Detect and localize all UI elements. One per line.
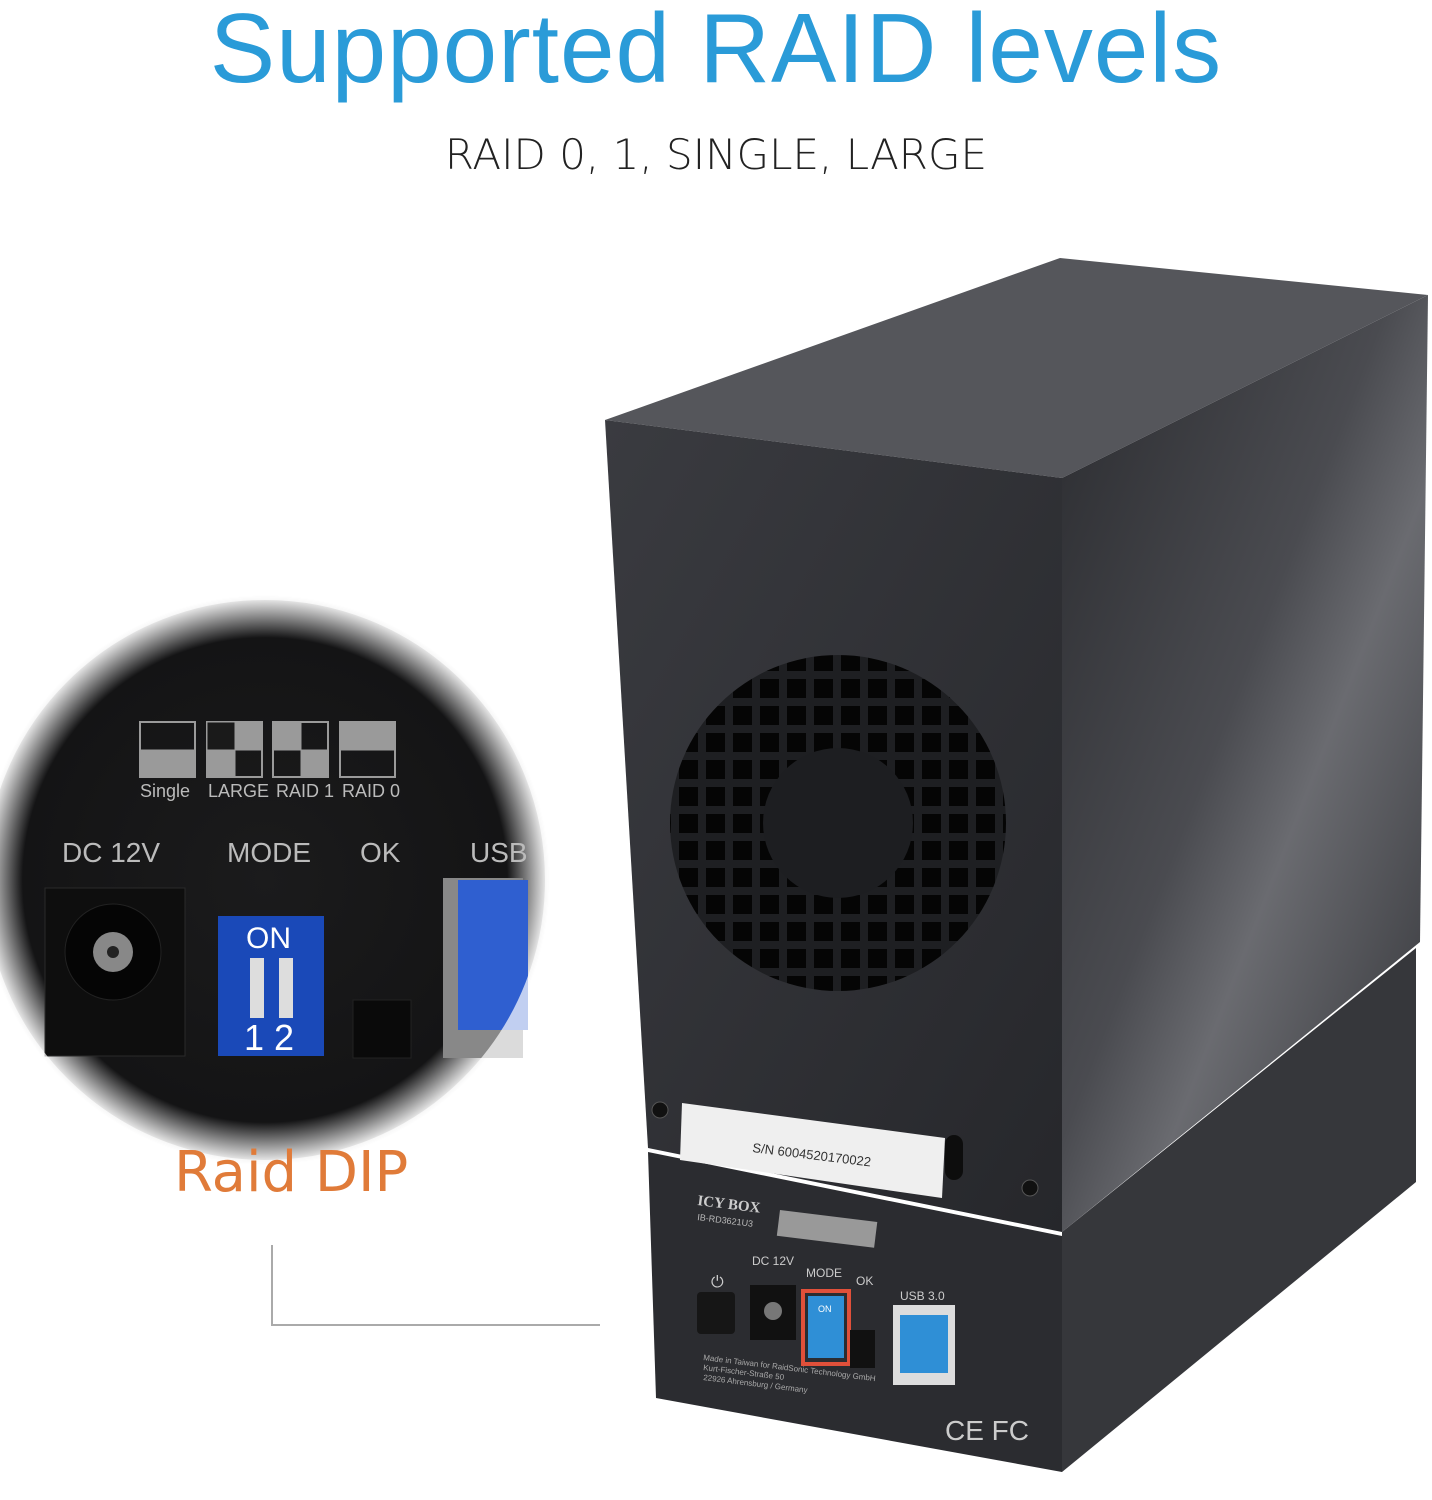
screw-icon	[1021, 1179, 1039, 1197]
mode-label-raid1: RAID 1	[276, 781, 334, 801]
dc-label-inset: DC 12V	[62, 837, 160, 868]
ok-button[interactable]	[850, 1330, 875, 1368]
fan-hub	[763, 748, 913, 898]
mode-diagram	[776, 1210, 878, 1248]
dip-highlight	[801, 1289, 851, 1366]
enclosure-top	[605, 258, 1428, 478]
ok-button-inset[interactable]	[352, 999, 412, 1059]
enclosure-right-side	[1062, 295, 1428, 1232]
ok-label: OK	[856, 1274, 873, 1288]
mode-label: MODE	[806, 1266, 842, 1280]
dip-switch-inset[interactable]	[218, 916, 324, 1056]
usb-label: USB 3.0	[900, 1289, 945, 1303]
brand-logo: ICY BOX	[697, 1193, 762, 1217]
mode-diagram-inset	[139, 721, 396, 778]
page-title: Supported RAID levels	[209, 0, 1223, 103]
dc-jack-center	[107, 946, 119, 958]
mode-label-single: Single	[140, 781, 190, 801]
power-icon: ⏻	[711, 1274, 724, 1291]
enclosure: S/N 6004520170022 ICY BOX IB-RD3621U3 DC…	[605, 258, 1428, 1472]
screw-icon	[651, 1101, 669, 1119]
page-subtitle: RAID 0, 1, SINGLE, LARGE	[444, 130, 988, 179]
kensington-slot	[945, 1135, 963, 1180]
ok-label-inset: OK	[360, 837, 401, 868]
serial-label	[680, 1103, 945, 1198]
power-button[interactable]	[697, 1292, 735, 1334]
dip-lever-1[interactable]	[250, 958, 264, 1018]
usb-label-inset: USB	[470, 837, 528, 868]
usb-port-insert	[900, 1315, 948, 1373]
zoom-inset: Single LARGE RAID 1 RAID 0 DC 12V MODE O…	[0, 560, 585, 1200]
dip-on-label: ON	[818, 1304, 832, 1314]
dip-switch[interactable]	[808, 1296, 844, 1358]
base-front	[648, 1152, 1062, 1472]
mode-label-raid0: RAID 0	[342, 781, 400, 801]
dc-label: DC 12V	[752, 1254, 794, 1268]
dc-jack-pin	[764, 1302, 782, 1320]
base-right-side	[1062, 948, 1416, 1472]
certification-marks: CE FC	[945, 1415, 1029, 1446]
inset-fade	[0, 560, 585, 1200]
dip-on-inset: ON	[246, 922, 291, 955]
dip-lever-2[interactable]	[279, 958, 293, 1018]
mode-label-large: LARGE	[208, 781, 269, 801]
callout-leader-line	[271, 1245, 600, 1326]
raid-dip-callout: Raid DIP	[174, 1140, 409, 1205]
dip-numbers-inset: 1 2	[244, 1017, 294, 1058]
mode-label-inset: MODE	[227, 837, 311, 868]
